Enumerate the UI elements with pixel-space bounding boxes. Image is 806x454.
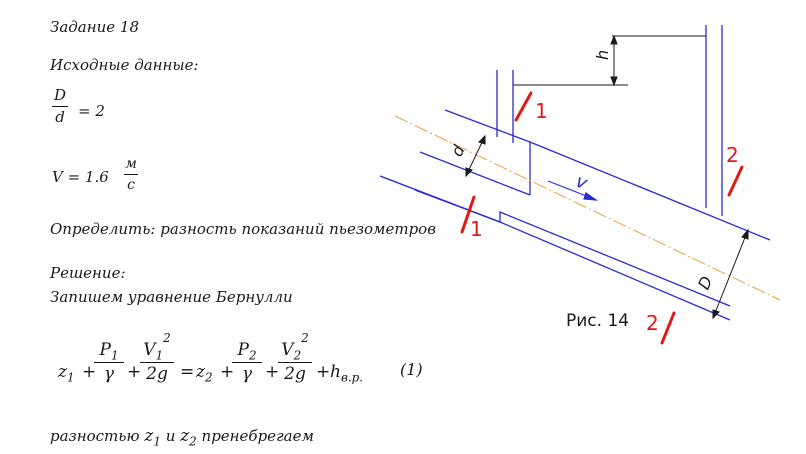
given-label: Исходные данные: xyxy=(50,56,199,74)
eq-plus: + xyxy=(82,362,97,382)
eq-plus: + xyxy=(265,362,280,382)
ratio-numerator: D xyxy=(53,86,67,104)
eq-equals: = xyxy=(180,362,195,382)
pipe-bottom-wall xyxy=(379,175,731,307)
section-2-bottom-mark xyxy=(660,311,676,345)
section-2-top-label: 2 xyxy=(726,143,739,167)
piezometer-2 xyxy=(705,25,723,216)
unit-numerator: м xyxy=(125,156,137,172)
h-dimension xyxy=(513,34,706,87)
ratio-denominator: d xyxy=(55,108,65,126)
determine-text: Определить: разность показаний пьезометр… xyxy=(50,220,436,238)
eq-z1: z1 xyxy=(58,362,75,385)
eq-plus: + xyxy=(316,362,331,382)
d-dimension xyxy=(465,134,486,178)
footer-text: разностью z1 и z2 пренебрегаем xyxy=(50,426,314,449)
bernoulli-intro: Запишем уравнение Бернулли xyxy=(50,288,293,306)
eq-z2: z2 xyxy=(196,362,213,385)
label-v: v xyxy=(573,171,591,194)
pipe-bottom-wall-large xyxy=(499,221,731,321)
section-2-bottom-label: 2 xyxy=(646,311,659,335)
eq-plus: + xyxy=(127,362,142,382)
velocity-value: V = 1.6 xyxy=(52,168,109,186)
ratio-fraction: D d xyxy=(52,88,68,125)
eq-plus: + xyxy=(220,362,235,382)
section-2-top-mark xyxy=(727,165,744,197)
section-1-bottom-label: 1 xyxy=(470,217,483,241)
section-1-top-mark xyxy=(514,91,533,122)
ratio-value: = 2 xyxy=(78,102,105,120)
piezometer-1 xyxy=(496,70,514,143)
eq-p2-fraction: P2 γ xyxy=(232,342,262,383)
section-1-top-label: 1 xyxy=(535,99,548,123)
label-D: D xyxy=(694,273,716,292)
section-marks xyxy=(460,91,744,345)
eq-head-loss: hв.р. xyxy=(330,362,364,385)
flow-arrow xyxy=(547,180,599,201)
eq-v2-fraction: V22 2g xyxy=(278,332,312,383)
unit-denominator: с xyxy=(127,177,135,193)
fraction-bar xyxy=(124,174,138,175)
figure-caption: Рис. 14 xyxy=(566,311,629,331)
task-title: Задание 18 xyxy=(50,18,140,36)
label-d: d xyxy=(447,141,469,159)
pipe-axis xyxy=(394,115,781,301)
eq-number: (1) xyxy=(400,360,423,379)
solution-label: Решение: xyxy=(50,264,126,282)
fraction-bar xyxy=(52,106,68,107)
velocity-unit: м с xyxy=(124,157,138,192)
label-h: h xyxy=(593,50,612,60)
pipe-top-wall-left xyxy=(444,109,531,143)
pipe-top-wall xyxy=(419,151,531,196)
D-dimension xyxy=(712,228,749,320)
eq-p1-fraction: P1 γ xyxy=(94,342,124,383)
pipe-walls xyxy=(379,109,771,321)
pipe-bottom-wall-narrow xyxy=(414,189,501,223)
section-1-bottom-mark xyxy=(460,195,476,234)
eq-v1-fraction: V12 2g xyxy=(140,332,174,383)
